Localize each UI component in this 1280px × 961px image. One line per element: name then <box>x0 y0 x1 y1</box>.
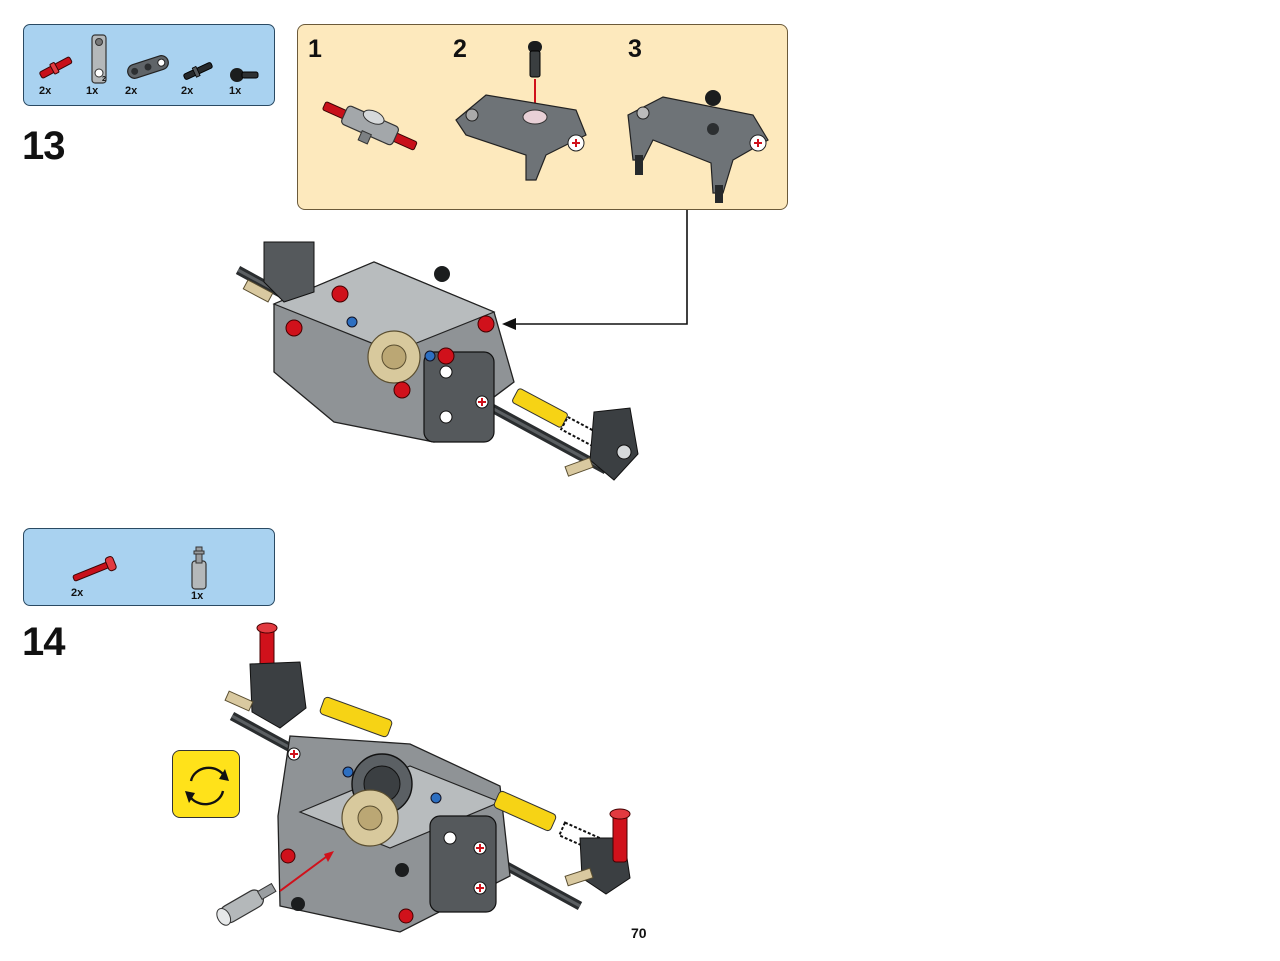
dark-gray-liftarm-icon <box>127 55 169 79</box>
substep-number: 2 <box>453 35 467 63</box>
step-13-model-illustration <box>235 241 639 481</box>
red-axle-pin-icon <box>39 56 73 79</box>
black-axle-pin-icon <box>183 62 213 80</box>
substep-number: 3 <box>628 35 642 63</box>
ball-joint-icon <box>230 68 259 82</box>
rotate-arrows-icon <box>185 766 229 806</box>
part-qty: 2x <box>39 85 52 97</box>
part-qty: 1x <box>191 590 204 602</box>
part-qty: 2x <box>125 85 138 97</box>
gray-pole-reverser-icon <box>191 546 207 590</box>
substep-1-illustration <box>322 101 418 151</box>
substep-3-illustration <box>627 90 769 203</box>
svg-text:2: 2 <box>102 76 106 83</box>
red-pin-with-stop-icon <box>72 556 117 582</box>
part-qty: 1x <box>229 85 242 97</box>
step-number: 14 <box>22 620 65 664</box>
gray-axle-connector-icon: 2 <box>91 34 107 84</box>
step-number: 13 <box>22 124 65 168</box>
step-14-parts-list: 2x 1x <box>23 528 275 606</box>
part-qty: 2x <box>71 587 84 599</box>
step-14-model-illustration <box>216 622 631 933</box>
part-qty: 2x <box>181 85 194 97</box>
rotate-model-badge <box>172 750 240 818</box>
step-13-parts-list: 2x 2 1x 2x 2x 1x <box>23 24 275 106</box>
substep-2-illustration <box>455 41 587 181</box>
page-number: 70 <box>631 925 647 941</box>
subassembly-callout: 1 2 3 <box>297 24 788 210</box>
part-qty: 1x <box>86 85 99 97</box>
substep-number: 1 <box>308 35 322 63</box>
